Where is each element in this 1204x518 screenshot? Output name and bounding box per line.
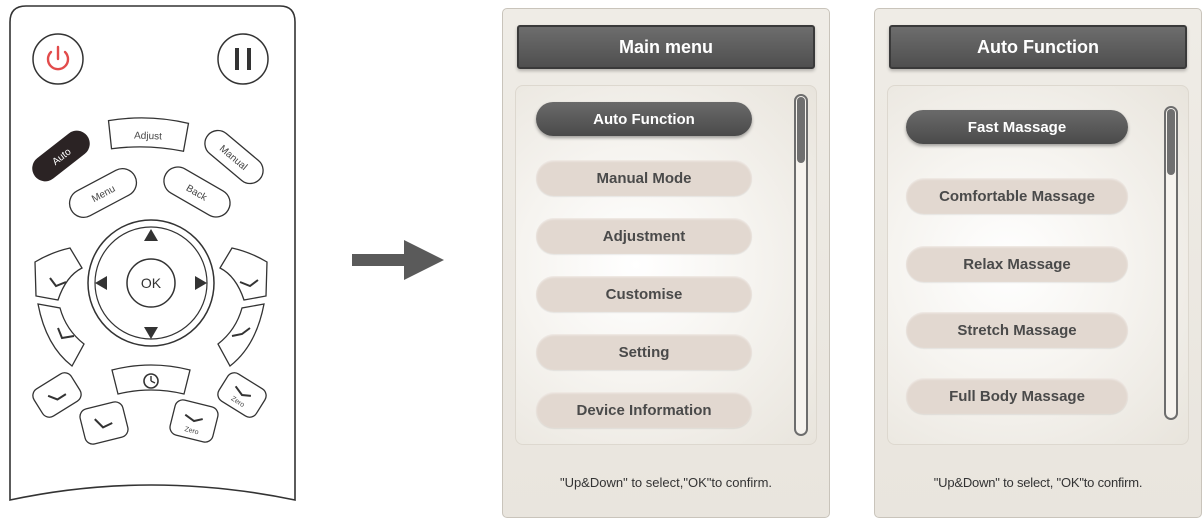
menu-item-relax-massage[interactable]: Relax Massage xyxy=(906,246,1128,282)
menu-item-device-information[interactable]: Device Information xyxy=(536,392,752,428)
menu-item-stretch-massage[interactable]: Stretch Massage xyxy=(906,312,1128,348)
zero-gravity-icon xyxy=(184,413,203,423)
flow-arrow-icon xyxy=(352,240,444,280)
auto-function-footer-hint: "Up&Down" to select, "OK"to confirm. xyxy=(933,475,1143,490)
recline-icon xyxy=(49,277,67,288)
ok-button-label: OK xyxy=(141,275,162,291)
timer-icon xyxy=(143,373,159,389)
reclined-seat-icon xyxy=(231,327,251,337)
zero-gravity-1-button[interactable]: Zero xyxy=(168,398,219,444)
auto-function-scroll-thumb[interactable] xyxy=(1167,109,1175,175)
main-menu-panel: Main menu Auto Function Manual Mode Adju… xyxy=(502,8,830,518)
arrow-up-icon[interactable] xyxy=(144,229,158,241)
foot-rest-button[interactable] xyxy=(30,370,84,420)
auto-function-panel: Auto Function Fast Massage Comfortable M… xyxy=(874,8,1202,518)
backrest-down-button[interactable] xyxy=(219,247,268,301)
menu-item-comfortable-massage[interactable]: Comfortable Massage xyxy=(906,178,1128,214)
main-menu-scrollbar[interactable] xyxy=(794,94,808,436)
auto-button[interactable]: Auto xyxy=(27,125,95,186)
menu-button[interactable]: Menu xyxy=(65,164,142,223)
menu-item-full-body-massage[interactable]: Full Body Massage xyxy=(906,378,1128,414)
menu-item-setting[interactable]: Setting xyxy=(536,334,752,370)
main-menu-list: Auto Function Manual Mode Adjustment Cus… xyxy=(515,85,817,445)
auto-function-list: Fast Massage Comfortable Massage Relax M… xyxy=(887,85,1189,445)
remote-control: Auto Adjust Manual Menu Back OK xyxy=(9,5,296,501)
auto-function-scrollbar[interactable] xyxy=(1164,106,1178,420)
timer-button[interactable] xyxy=(111,364,191,395)
zero-gravity-2-icon xyxy=(234,385,251,397)
menu-item-adjustment[interactable]: Adjustment xyxy=(536,218,752,254)
main-menu-title: Main menu xyxy=(517,25,815,69)
seat-icon xyxy=(57,327,75,340)
foot-rest-icon xyxy=(47,393,67,401)
menu-item-customise[interactable]: Customise xyxy=(536,276,752,312)
menu-item-fast-massage[interactable]: Fast Massage xyxy=(906,110,1128,144)
zero-gravity-1-label: Zero xyxy=(184,426,200,436)
power-icon xyxy=(46,45,70,71)
menu-item-auto-function[interactable]: Auto Function xyxy=(536,102,752,136)
auto-function-title: Auto Function xyxy=(889,25,1187,69)
main-menu-scroll-thumb[interactable] xyxy=(797,97,805,163)
leg-extend-button[interactable] xyxy=(78,400,129,446)
arrow-right-icon[interactable] xyxy=(195,276,207,290)
adjust-button[interactable]: Adjust xyxy=(107,117,190,153)
lie-flat-icon xyxy=(239,279,259,288)
menu-item-manual-mode[interactable]: Manual Mode xyxy=(536,160,752,196)
manual-button[interactable]: Manual xyxy=(200,125,269,189)
pause-button[interactable] xyxy=(217,33,269,85)
leg-extend-icon xyxy=(94,418,113,429)
ok-button[interactable]: OK xyxy=(126,258,176,308)
zero-gravity-2-button[interactable]: Zero xyxy=(215,370,269,420)
arrow-left-icon[interactable] xyxy=(95,276,107,290)
power-button[interactable] xyxy=(32,33,84,85)
main-menu-footer-hint: "Up&Down" to select,"OK"to confirm. xyxy=(559,475,773,490)
backrest-up-button[interactable] xyxy=(34,247,83,301)
back-button[interactable]: Back xyxy=(159,162,235,222)
arrow-down-icon[interactable] xyxy=(144,327,158,339)
pause-icon xyxy=(235,48,251,70)
adjust-button-label: Adjust xyxy=(134,131,162,143)
